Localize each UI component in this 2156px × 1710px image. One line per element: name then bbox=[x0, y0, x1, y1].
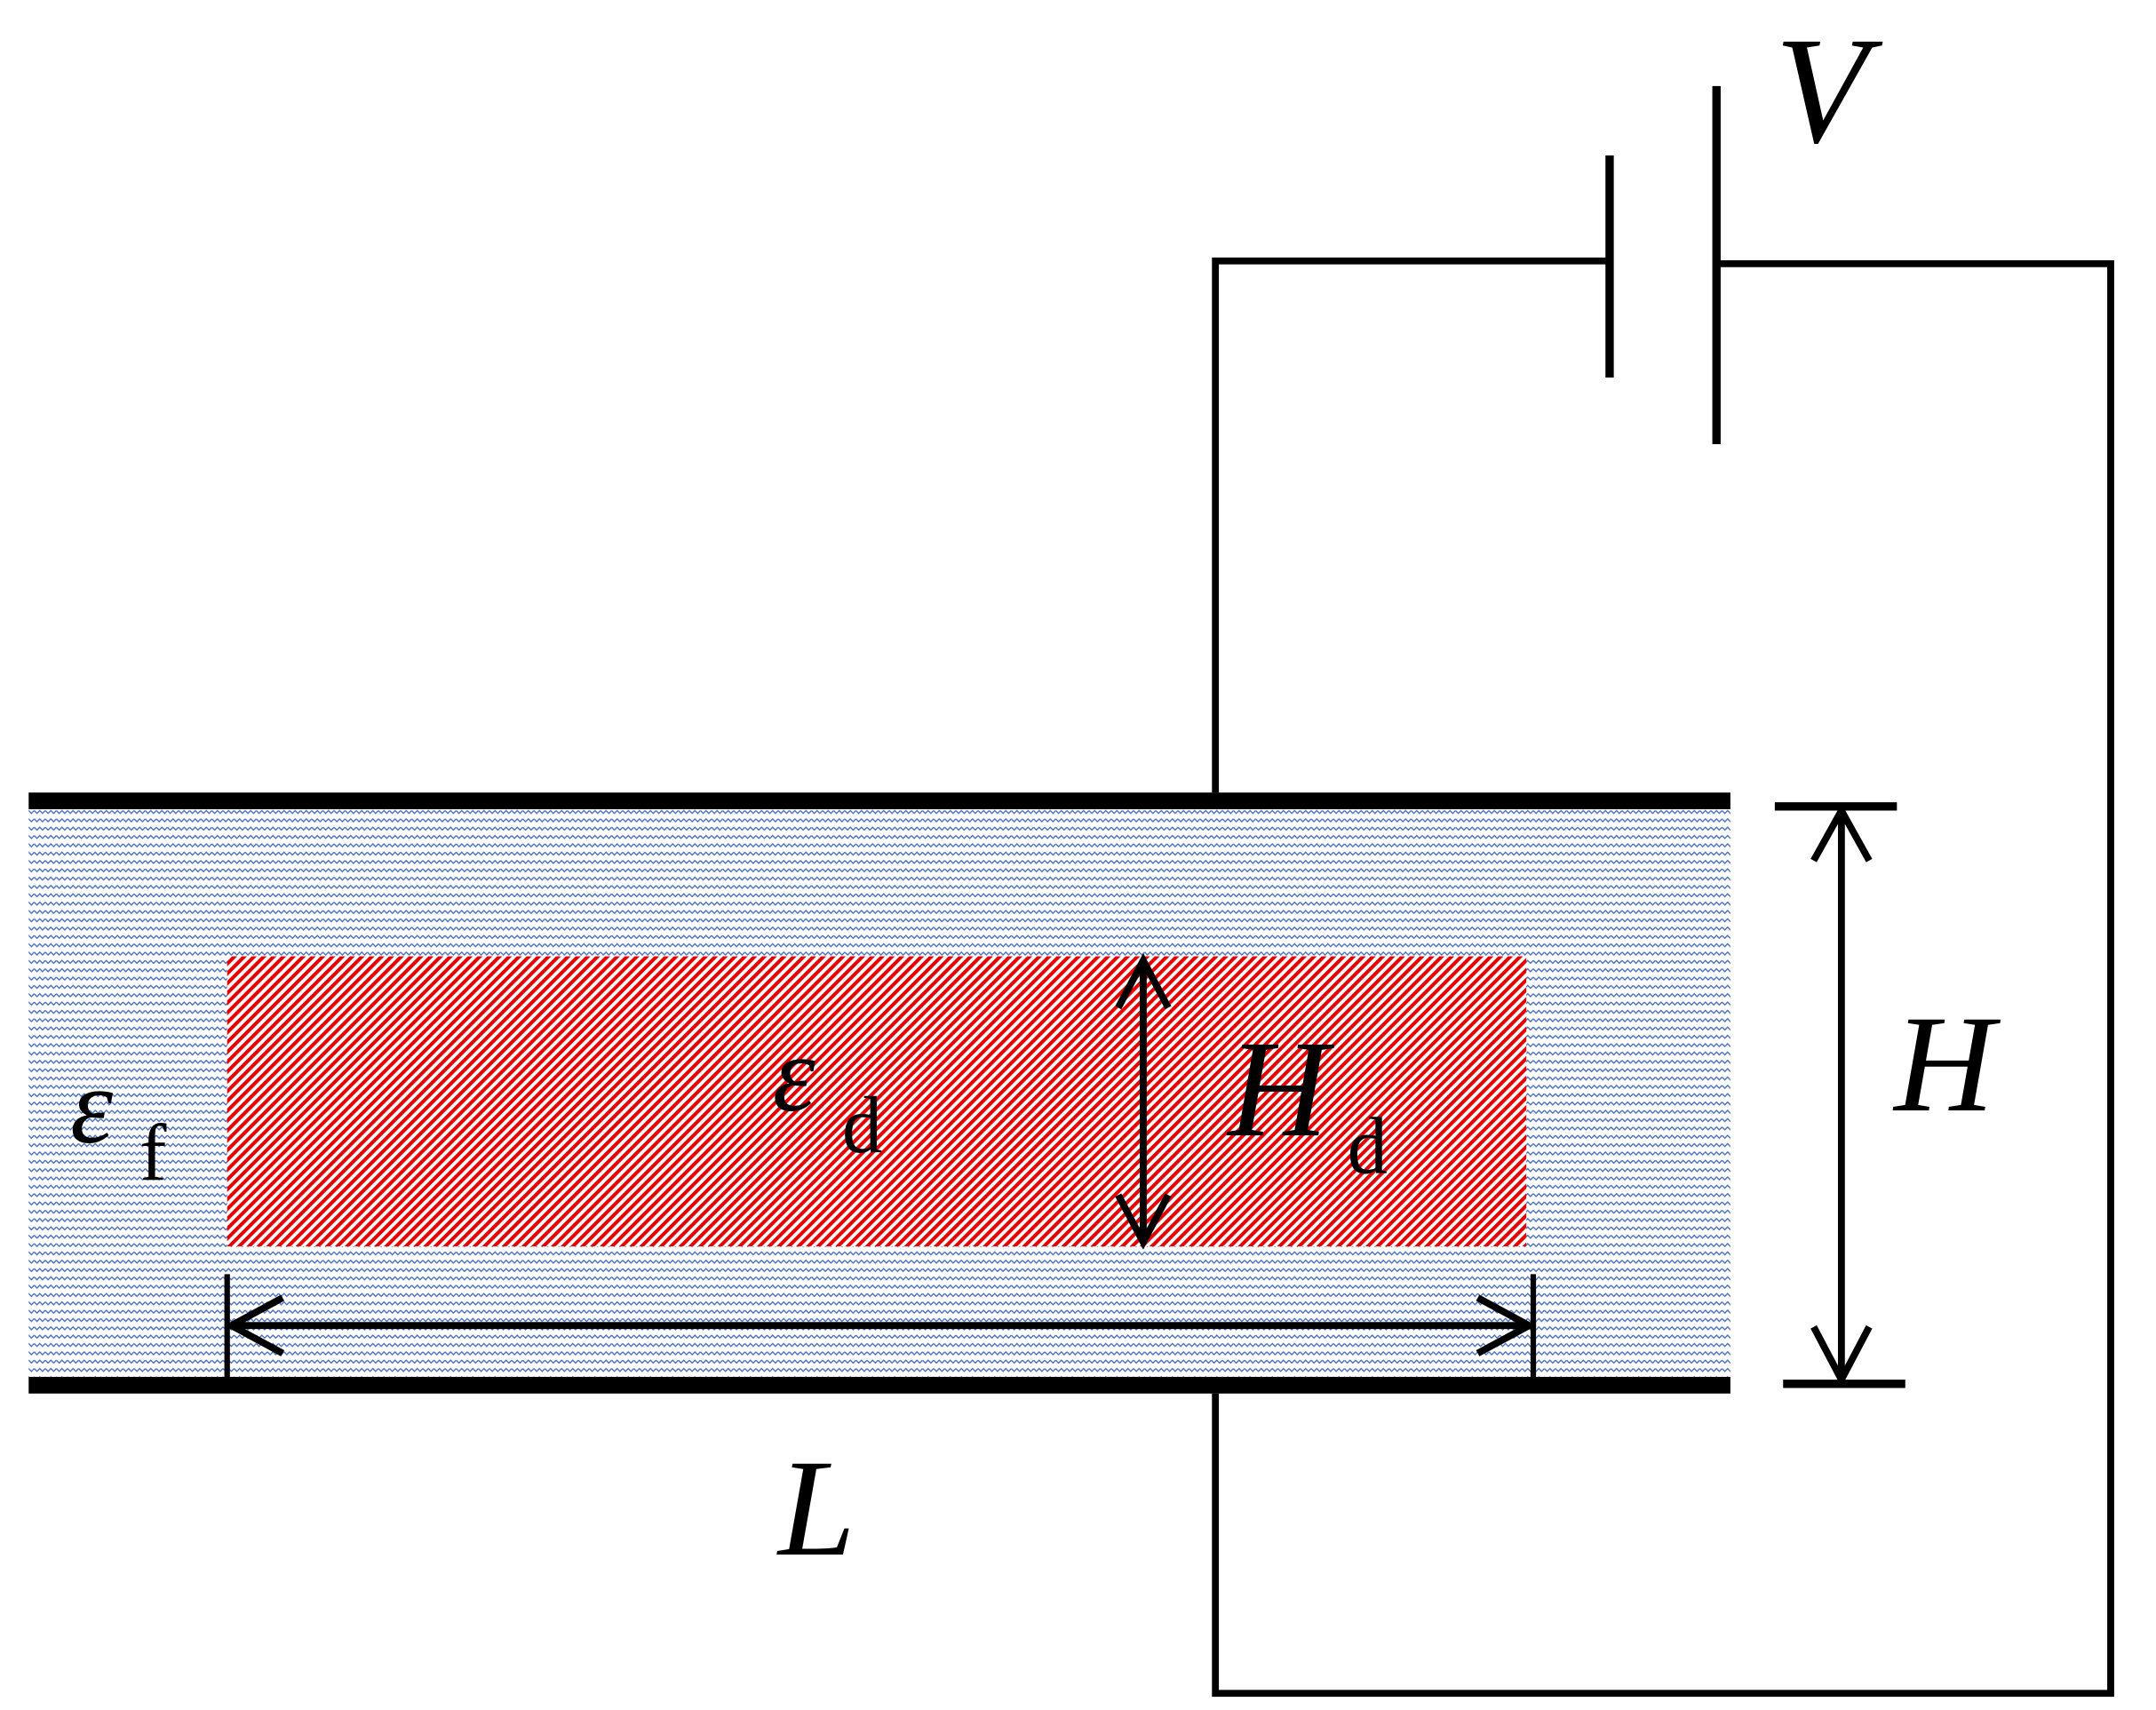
dielectric-permittivity-label: ε bbox=[773, 1014, 815, 1134]
dielectric-permittivity-subscript: d bbox=[842, 1080, 882, 1170]
dielectric-height-dimension bbox=[1115, 952, 1172, 1250]
dielectric-height-subscript: d bbox=[1348, 1101, 1388, 1190]
dielectric-height-label: H bbox=[1226, 1012, 1334, 1165]
dielectric-slab bbox=[227, 956, 1527, 1247]
top-plate bbox=[28, 792, 1730, 809]
length-label: L bbox=[776, 1431, 855, 1585]
circuit-wire bbox=[1212, 257, 2114, 1698]
bottom-plate bbox=[28, 1377, 1730, 1394]
height-dimension bbox=[1774, 802, 1905, 1388]
voltage-label: V bbox=[1775, 6, 1883, 175]
gap-height-label: H bbox=[1892, 987, 2001, 1141]
length-dimension bbox=[224, 1274, 1537, 1379]
battery-icon bbox=[1605, 85, 1721, 444]
fluid-permittivity-label: ε bbox=[70, 1046, 113, 1166]
fluid-permittivity-subscript: f bbox=[139, 1108, 167, 1197]
